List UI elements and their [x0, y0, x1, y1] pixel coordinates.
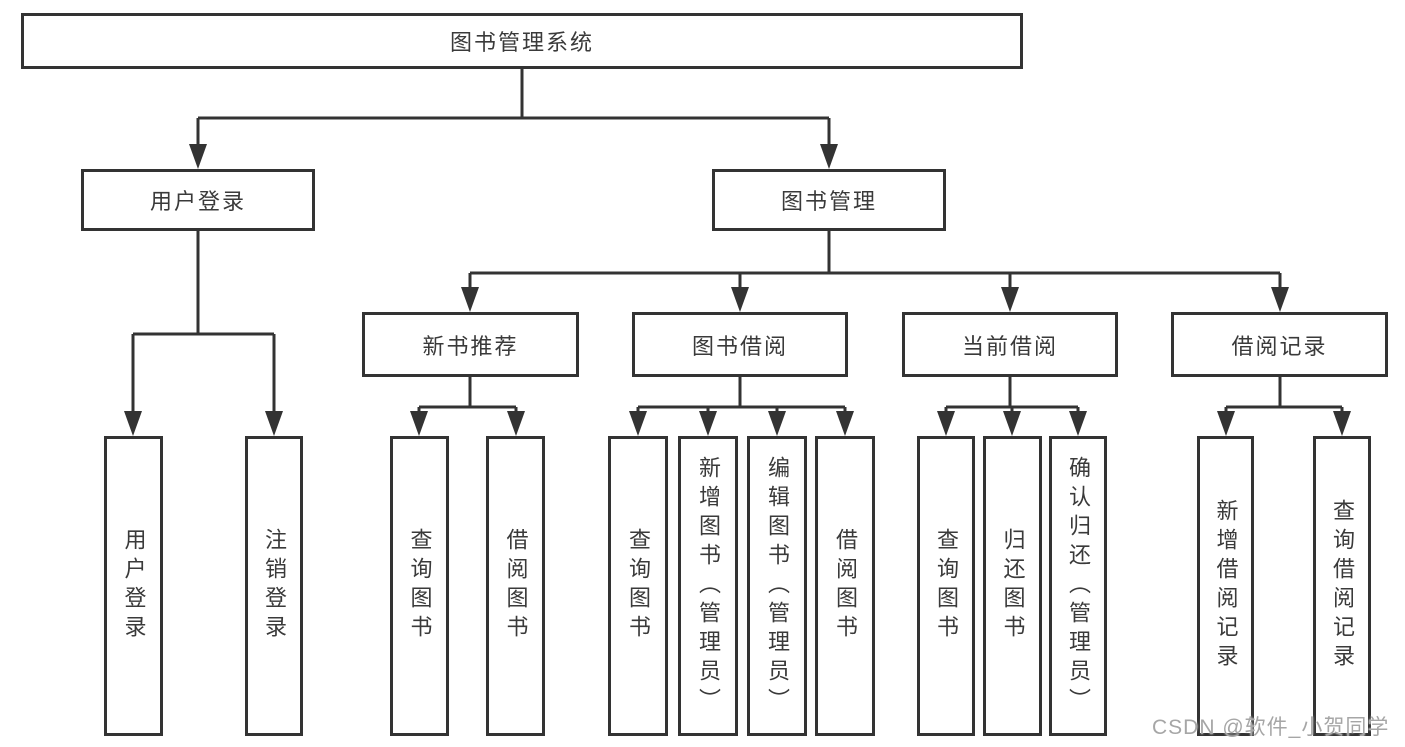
node-label: 编辑图书（管理员）: [765, 455, 790, 717]
node-label: 图书管理: [780, 189, 877, 214]
leaf-borrow-books-recommend: 借阅图书: [486, 436, 545, 736]
node-label: 查询借阅记录: [1330, 499, 1355, 673]
node-label: 用户登录: [149, 189, 246, 214]
node-label: 用户登录: [121, 528, 147, 644]
node-root-system: 图书管理系统: [21, 13, 1023, 69]
leaf-return-books: 归还图书: [983, 436, 1042, 736]
arrowhead-icons: [124, 144, 1351, 436]
node-label: 借阅图书: [833, 528, 858, 644]
leaf-query-books-borrow: 查询图书: [608, 436, 668, 736]
node-book-management-branch: 图书管理: [712, 169, 946, 231]
leaf-edit-books-admin: 编辑图书（管理员）: [747, 436, 807, 736]
node-label: 新增借阅记录: [1213, 499, 1239, 673]
leaf-query-books-current: 查询图书: [917, 436, 975, 736]
node-label: 归还图书: [1000, 528, 1026, 644]
leaf-logout: 注销登录: [245, 436, 303, 736]
node-label: 新增图书（管理员）: [696, 455, 721, 717]
node-book-borrow: 图书借阅: [632, 312, 848, 377]
leaf-query-borrow-record: 查询借阅记录: [1313, 436, 1371, 736]
node-label: 借阅记录: [1231, 333, 1328, 359]
node-label: 图书借阅: [691, 333, 788, 359]
node-label: 确认归还（管理员）: [1066, 455, 1091, 717]
node-label: 查询图书: [407, 528, 433, 644]
node-label: 注销登录: [262, 528, 287, 644]
node-user-login-branch: 用户登录: [81, 169, 315, 231]
leaf-add-books-admin: 新增图书（管理员）: [678, 436, 738, 736]
node-label: 新书推荐: [422, 333, 519, 359]
csdn-watermark: CSDN @软件_小贺同学: [1152, 716, 1390, 739]
node-label: 查询图书: [934, 528, 959, 644]
leaf-confirm-return-admin: 确认归还（管理员）: [1049, 436, 1107, 736]
node-current-borrow: 当前借阅: [902, 312, 1118, 377]
node-new-book-recommend: 新书推荐: [362, 312, 579, 377]
leaf-user-login: 用户登录: [104, 436, 163, 736]
leaf-borrow-books: 借阅图书: [815, 436, 875, 736]
node-label: 当前借阅: [961, 333, 1058, 359]
node-borrow-records: 借阅记录: [1171, 312, 1388, 377]
node-label: 借阅图书: [503, 528, 529, 644]
leaf-add-borrow-record: 新增借阅记录: [1197, 436, 1254, 736]
node-label: 查询图书: [626, 528, 651, 644]
leaf-query-books-recommend: 查询图书: [390, 436, 449, 736]
node-label: 图书管理系统: [449, 30, 594, 55]
